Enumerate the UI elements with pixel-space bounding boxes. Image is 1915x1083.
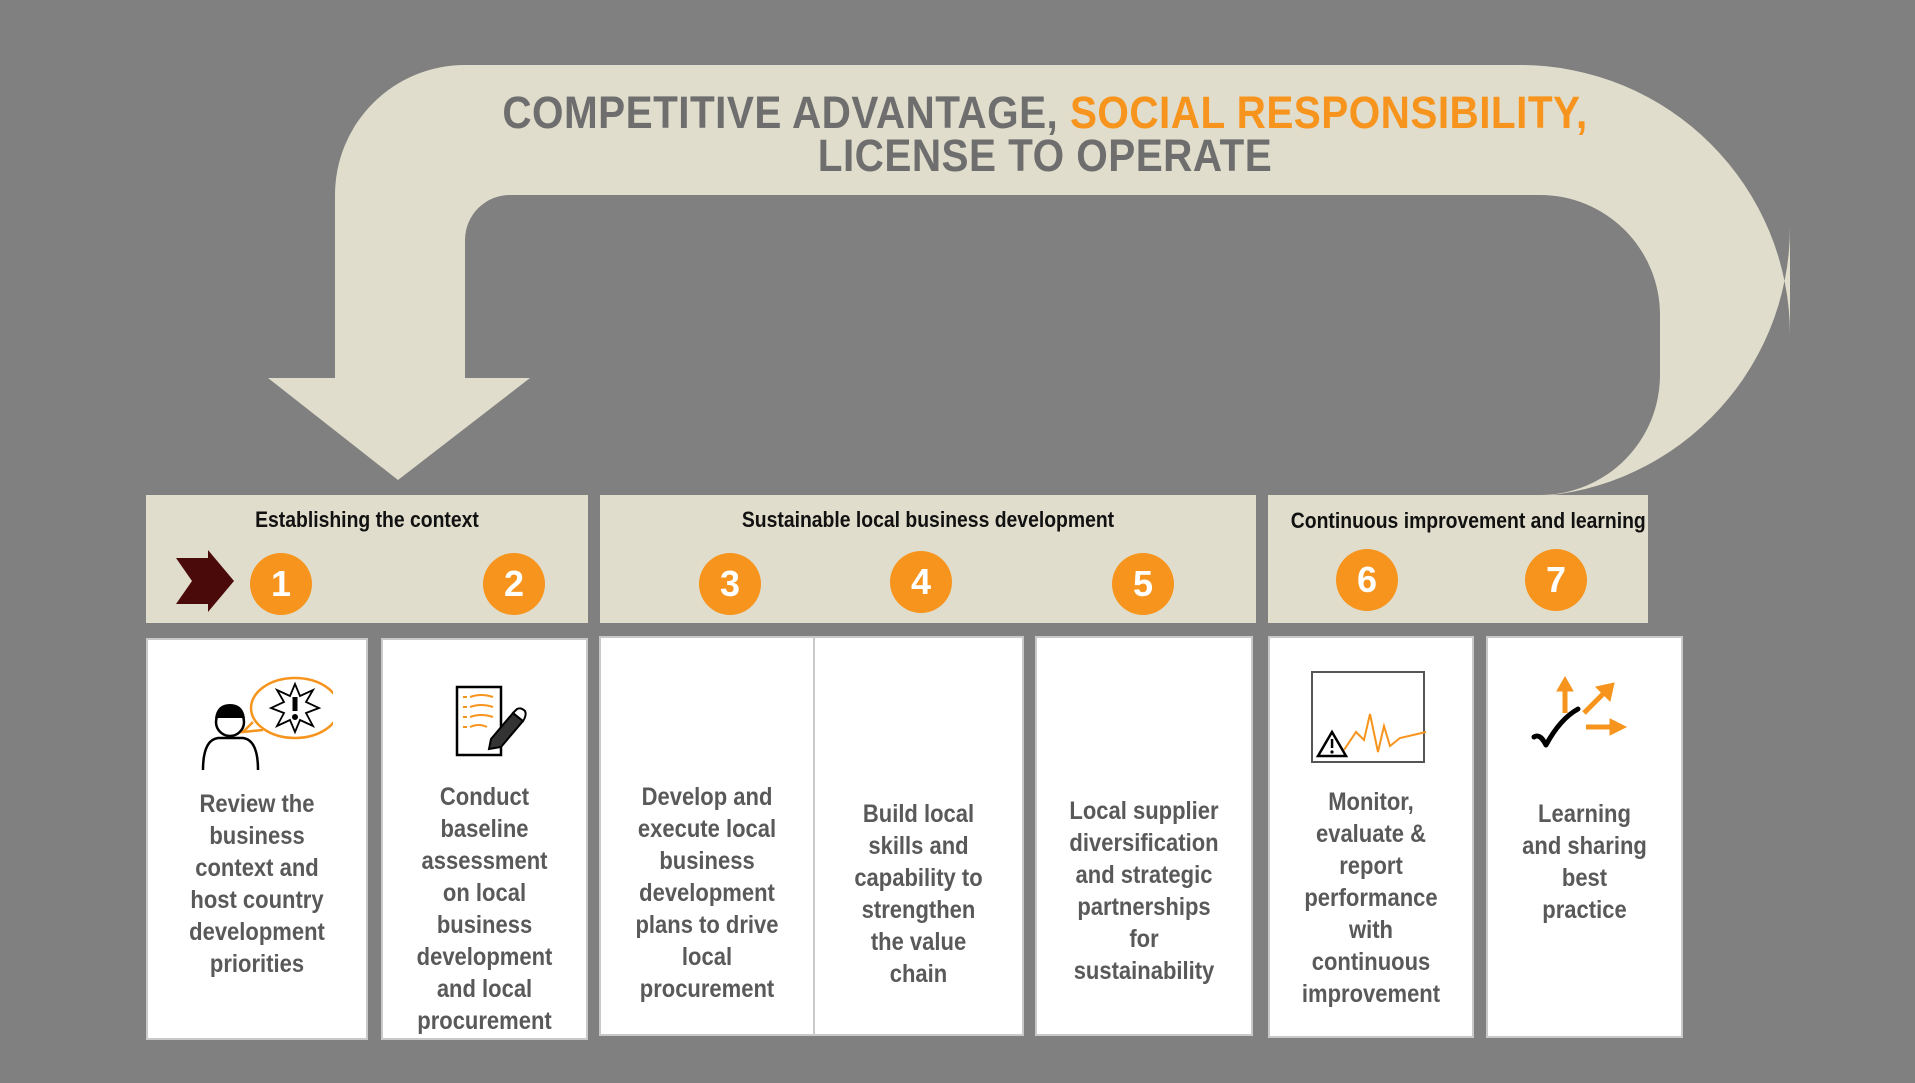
person-alert-icon xyxy=(201,676,333,771)
step-number-5: 5 xyxy=(1112,553,1174,615)
step-number-7: 7 xyxy=(1525,549,1587,611)
step-number-1: 1 xyxy=(250,553,312,615)
step-description: Develop and execute local business devel… xyxy=(635,783,779,1003)
step-number-2: 2 xyxy=(483,553,545,615)
start-arrow-icon xyxy=(176,550,234,612)
banner-line-2: LICENSE TO OPERATE xyxy=(817,130,1273,181)
step-card-2: Conduct baseline assessment on local bus… xyxy=(381,638,588,1040)
step-description: Monitor, evaluate & report performance w… xyxy=(1301,788,1441,1008)
step-description: Build local skills and capability to str… xyxy=(854,800,983,988)
step-number-6: 6 xyxy=(1336,549,1398,611)
phase-continuous-improvement: Continuous improvement and learning xyxy=(1268,495,1648,623)
step-number-4: 4 xyxy=(890,551,952,613)
banner-social-responsibility: SOCIAL RESPONSIBILITY, xyxy=(1069,87,1588,138)
step-description: Conduct baseline assessment on local bus… xyxy=(416,783,553,1035)
step-card-3: Develop and execute local business devel… xyxy=(599,636,815,1036)
phase-title: Establishing the context xyxy=(255,507,479,532)
checklist-pen-icon xyxy=(455,685,527,757)
feedback-loop-path xyxy=(268,65,1790,497)
check-arrows-icon xyxy=(1531,675,1628,748)
step-description: Learning and sharing best practice xyxy=(1522,800,1647,924)
step-card-5: Local supplier diversification and strat… xyxy=(1035,636,1253,1036)
step-card-4: Build local skills and capability to str… xyxy=(813,636,1024,1036)
step-number-3: 3 xyxy=(699,553,761,615)
step-card-6: Monitor, evaluate & report performance w… xyxy=(1268,636,1474,1038)
banner-competitive-advantage: COMPETITIVE ADVANTAGE, xyxy=(502,87,1070,138)
monitor-chart-warning-icon xyxy=(1311,671,1427,763)
phase-title: Sustainable local business development xyxy=(741,507,1115,532)
step-card-1: Review the business context and host cou… xyxy=(146,638,368,1040)
step-card-7: Learning and sharing best practice xyxy=(1486,636,1683,1038)
step-description: Local supplier diversification and strat… xyxy=(1069,797,1219,985)
banner-line-1: COMPETITIVE ADVANTAGE, SOCIAL RESPONSIBI… xyxy=(447,90,1644,135)
phase-title: Continuous improvement and learning xyxy=(1290,508,1646,533)
step-description: Review the business context and host cou… xyxy=(189,790,325,978)
